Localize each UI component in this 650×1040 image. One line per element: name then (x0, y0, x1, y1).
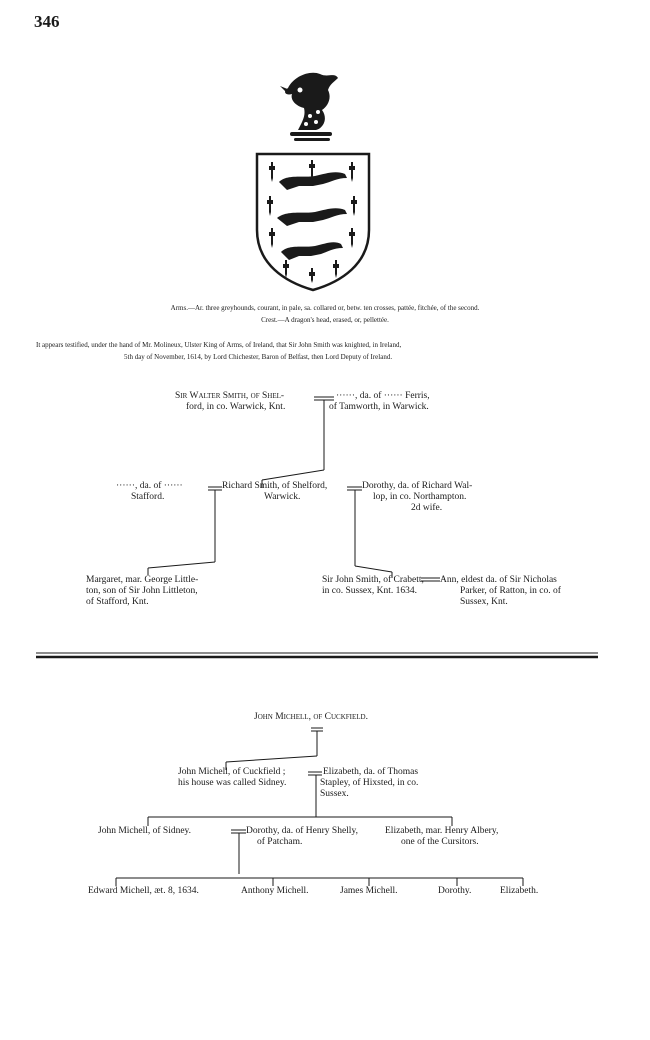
elizabeth-stapley-3: Sussex. (320, 789, 349, 799)
child-anthony: Anthony Michell. (241, 886, 309, 896)
dorothy-shelly-1: Dorothy, da. of Henry Shelly, (246, 826, 358, 836)
dorothy-shelly-2: of Patcham. (257, 837, 303, 847)
crest-description: Crest.—A dragon's head, erased, or, pell… (261, 316, 389, 324)
ann-parker-3: Sussex, Knt. (460, 597, 508, 607)
john-smith-1: Sir John Smith, of Crabett, (322, 575, 424, 585)
page-number: 346 (34, 12, 60, 31)
john-smith-2: in co. Sussex, Knt. 1634. (322, 586, 417, 596)
richard-smith-2: Warwick. (264, 492, 301, 502)
testimony-line-2: 5th day of November, 1614, by Lord Chich… (124, 353, 393, 361)
ferris-2: of Tamworth, in Warwick. (329, 402, 429, 412)
ann-parker-1: Ann, eldest da. of Sir Nicholas (440, 575, 557, 585)
wife1-1: ······, da. of ······ (116, 481, 183, 491)
arms-description: Arms.—Ar. three greyhounds, courant, in … (170, 304, 480, 312)
ferris-1: ······, da. of ······ Ferris, (336, 391, 430, 401)
john-michell-cuckfield: John Michell, of Cuckfield. (254, 712, 368, 722)
walter-smith-2: ford, in co. Warwick, Knt. (186, 402, 286, 412)
john-michell-2-2: his house was called Sidney. (178, 778, 287, 788)
walter-smith-1: Sir Walter Smith, of Shel- (175, 391, 285, 401)
child-elizabeth: Elizabeth. (500, 886, 539, 896)
richard-smith-1: Richard Smith, of Shelford, (222, 481, 328, 491)
john-michell-2-1: John Michell, of Cuckfield ; (178, 767, 286, 777)
child-dorothy: Dorothy. (438, 886, 472, 896)
elizabeth-stapley-2: Stapley, of Hixsted, in co. (320, 778, 419, 788)
john-michell-sidney: John Michell, of Sidney. (98, 826, 192, 836)
dragon-crest-icon (276, 68, 346, 146)
elizabeth-albery-1: Elizabeth, mar. Henry Albery, (385, 826, 499, 836)
wife1-2: Stafford. (131, 492, 165, 502)
margaret-3: of Stafford, Knt. (86, 597, 149, 607)
child-edward: Edward Michell, æt. 8, 1634. (88, 886, 199, 896)
elizabeth-stapley-1: Elizabeth, da. of Thomas (323, 767, 419, 777)
child-james: James Michell. (340, 886, 398, 896)
margaret-1: Margaret, mar. George Little- (86, 575, 199, 585)
dorothy-wallop-2: lop, in co. Northampton. (373, 492, 467, 502)
dorothy-wallop-3: 2d wife. (411, 503, 443, 513)
testimony-line-1: It appears testified, under the hand of … (36, 341, 402, 349)
margaret-2: ton, son of Sir John Littleton, (86, 586, 198, 596)
elizabeth-albery-2: one of the Cursitors. (401, 837, 479, 847)
coat-of-arms-shield-icon (253, 152, 373, 292)
ann-parker-2: Parker, of Ratton, in co. of (460, 586, 561, 596)
dorothy-wallop-1: Dorothy, da. of Richard Wal- (362, 481, 473, 491)
